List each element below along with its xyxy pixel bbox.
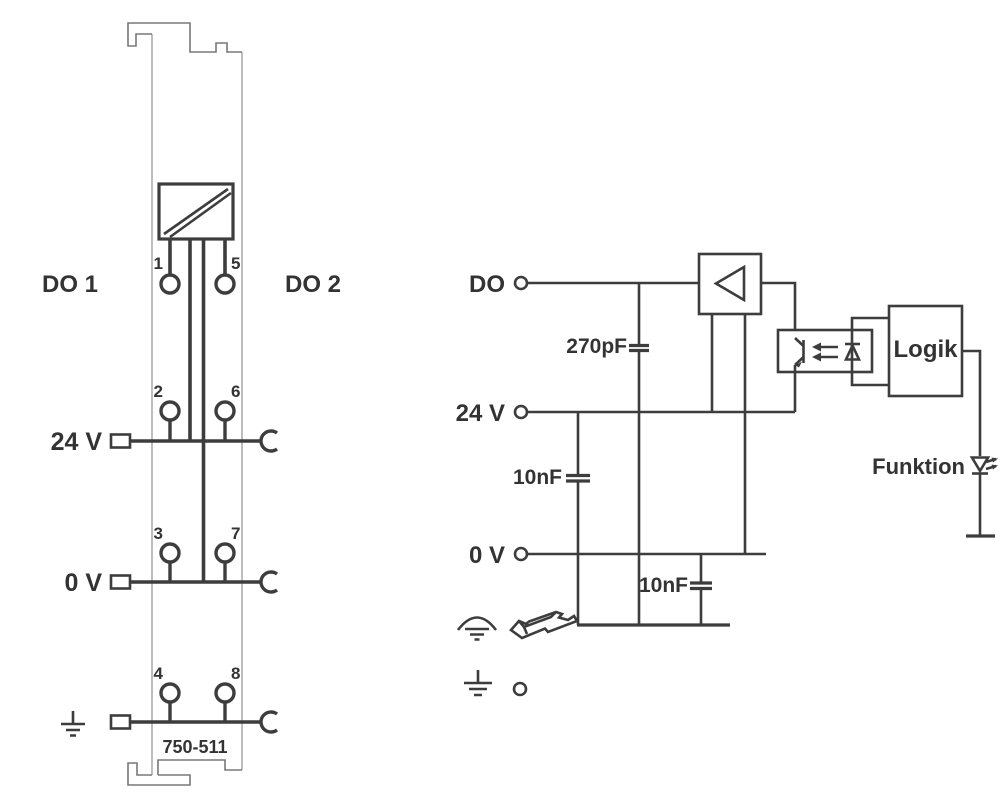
label-10nf-top: 10nF: [513, 466, 562, 489]
label-24v-signal: 24 V: [456, 400, 505, 427]
label-0v-module: 0 V: [64, 569, 102, 597]
light-arrows-icon: [812, 342, 838, 362]
module-top-profile: [127, 22, 242, 53]
driver-output-wire: [761, 281, 797, 338]
circuit-schematic: 270pF 10nF 10nF: [456, 252, 998, 697]
jumper-contact-24v-icon: [259, 429, 279, 453]
contact-4: [159, 682, 181, 704]
module-bottom-profile: [127, 759, 242, 786]
contact-2: [159, 400, 181, 422]
led-indicator-stripe: [163, 187, 232, 239]
contact-stubs: [168, 420, 227, 722]
contact-8: [214, 682, 236, 704]
optocoupler-box: [776, 328, 874, 374]
driver-triangle-icon: [713, 264, 746, 303]
terminal-earth: [512, 681, 528, 697]
earth-ground-icon-right: [464, 670, 492, 697]
cap-10nf-top-icon: [566, 473, 590, 483]
part-number: 750-511: [162, 737, 227, 757]
contact-1: [159, 273, 181, 295]
terminal-24v: [513, 404, 529, 420]
led-branch-wire: [850, 316, 889, 387]
label-funktion: Funktion: [872, 454, 965, 479]
cap-10nf-bottom-icon: [690, 581, 712, 591]
contact-7: [214, 542, 236, 564]
contact-number-4: 4: [154, 664, 164, 683]
driver-supply-wires: [710, 314, 747, 554]
internal-bus-wires: [188, 239, 206, 582]
io-module: DO 1 DO 2 24 V 0 V 750-511 1 5 2 6 3 7 4…: [42, 22, 341, 786]
bus-connector-0v: [109, 574, 132, 590]
contact-number-7: 7: [231, 524, 240, 543]
jumper-contact-0v-icon: [259, 570, 279, 594]
contact-number-5: 5: [231, 254, 240, 273]
contact-leads-row1: [168, 239, 227, 275]
earth-ground-icon: [61, 711, 85, 737]
function-led-icon: [969, 456, 998, 475]
contact-6: [214, 400, 236, 422]
logic-box: [887, 304, 964, 398]
contact-number-1: 1: [154, 254, 163, 273]
label-do2: DO 2: [285, 271, 341, 298]
contact-5: [214, 273, 236, 295]
din-rail-icon: [509, 610, 579, 640]
label-do1: DO 1: [42, 271, 98, 298]
bus-connector-earth: [109, 714, 132, 730]
label-do-signal: DO: [469, 271, 505, 298]
power-bus-lines: [130, 439, 263, 724]
function-led-wire: [962, 349, 982, 536]
cap-270pf-icon: [629, 343, 649, 353]
bus-connector-24v: [109, 433, 132, 449]
led-indicator-box: [157, 182, 235, 241]
label-logik: Logik: [894, 336, 959, 363]
contact-number-2: 2: [154, 382, 163, 401]
jumper-contact-earth-icon: [259, 710, 279, 734]
contact-3: [159, 542, 181, 564]
contact-number-8: 8: [231, 664, 240, 683]
phototransistor-icon: [794, 337, 805, 368]
label-24v-module: 24 V: [51, 428, 103, 456]
chassis-earth-icon: [456, 616, 498, 641]
terminal-do: [513, 275, 529, 291]
contact-number-3: 3: [154, 524, 163, 543]
driver-box: [697, 252, 763, 316]
opto-led-icon: [843, 342, 862, 361]
label-10nf-bottom: 10nF: [639, 574, 688, 597]
label-0v-signal: 0 V: [469, 542, 505, 569]
label-270pf: 270pF: [566, 335, 627, 358]
terminal-0v: [513, 546, 529, 562]
contact-number-6: 6: [231, 382, 240, 401]
